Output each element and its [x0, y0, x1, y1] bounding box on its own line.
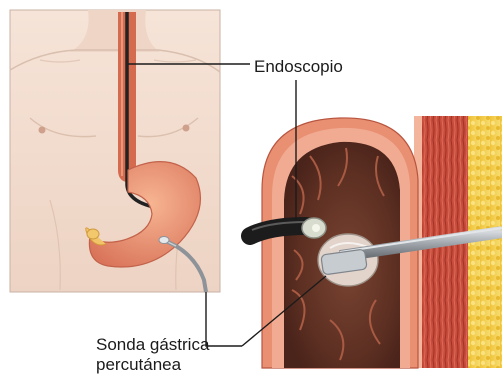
pylorus	[87, 229, 99, 239]
peg-label-line1: Sonda gástrica	[96, 335, 210, 354]
peg-leader-torso	[206, 292, 242, 346]
cross-section-panel	[250, 116, 502, 368]
peg-label-line2: percutánea	[96, 355, 182, 374]
peg-bumper-torso	[159, 237, 169, 244]
left-nipple	[39, 127, 46, 134]
endoscope-lens	[312, 224, 320, 232]
torso-panel	[10, 10, 220, 292]
endoscope-label: Endoscopio	[254, 57, 343, 76]
right-nipple	[183, 125, 190, 132]
